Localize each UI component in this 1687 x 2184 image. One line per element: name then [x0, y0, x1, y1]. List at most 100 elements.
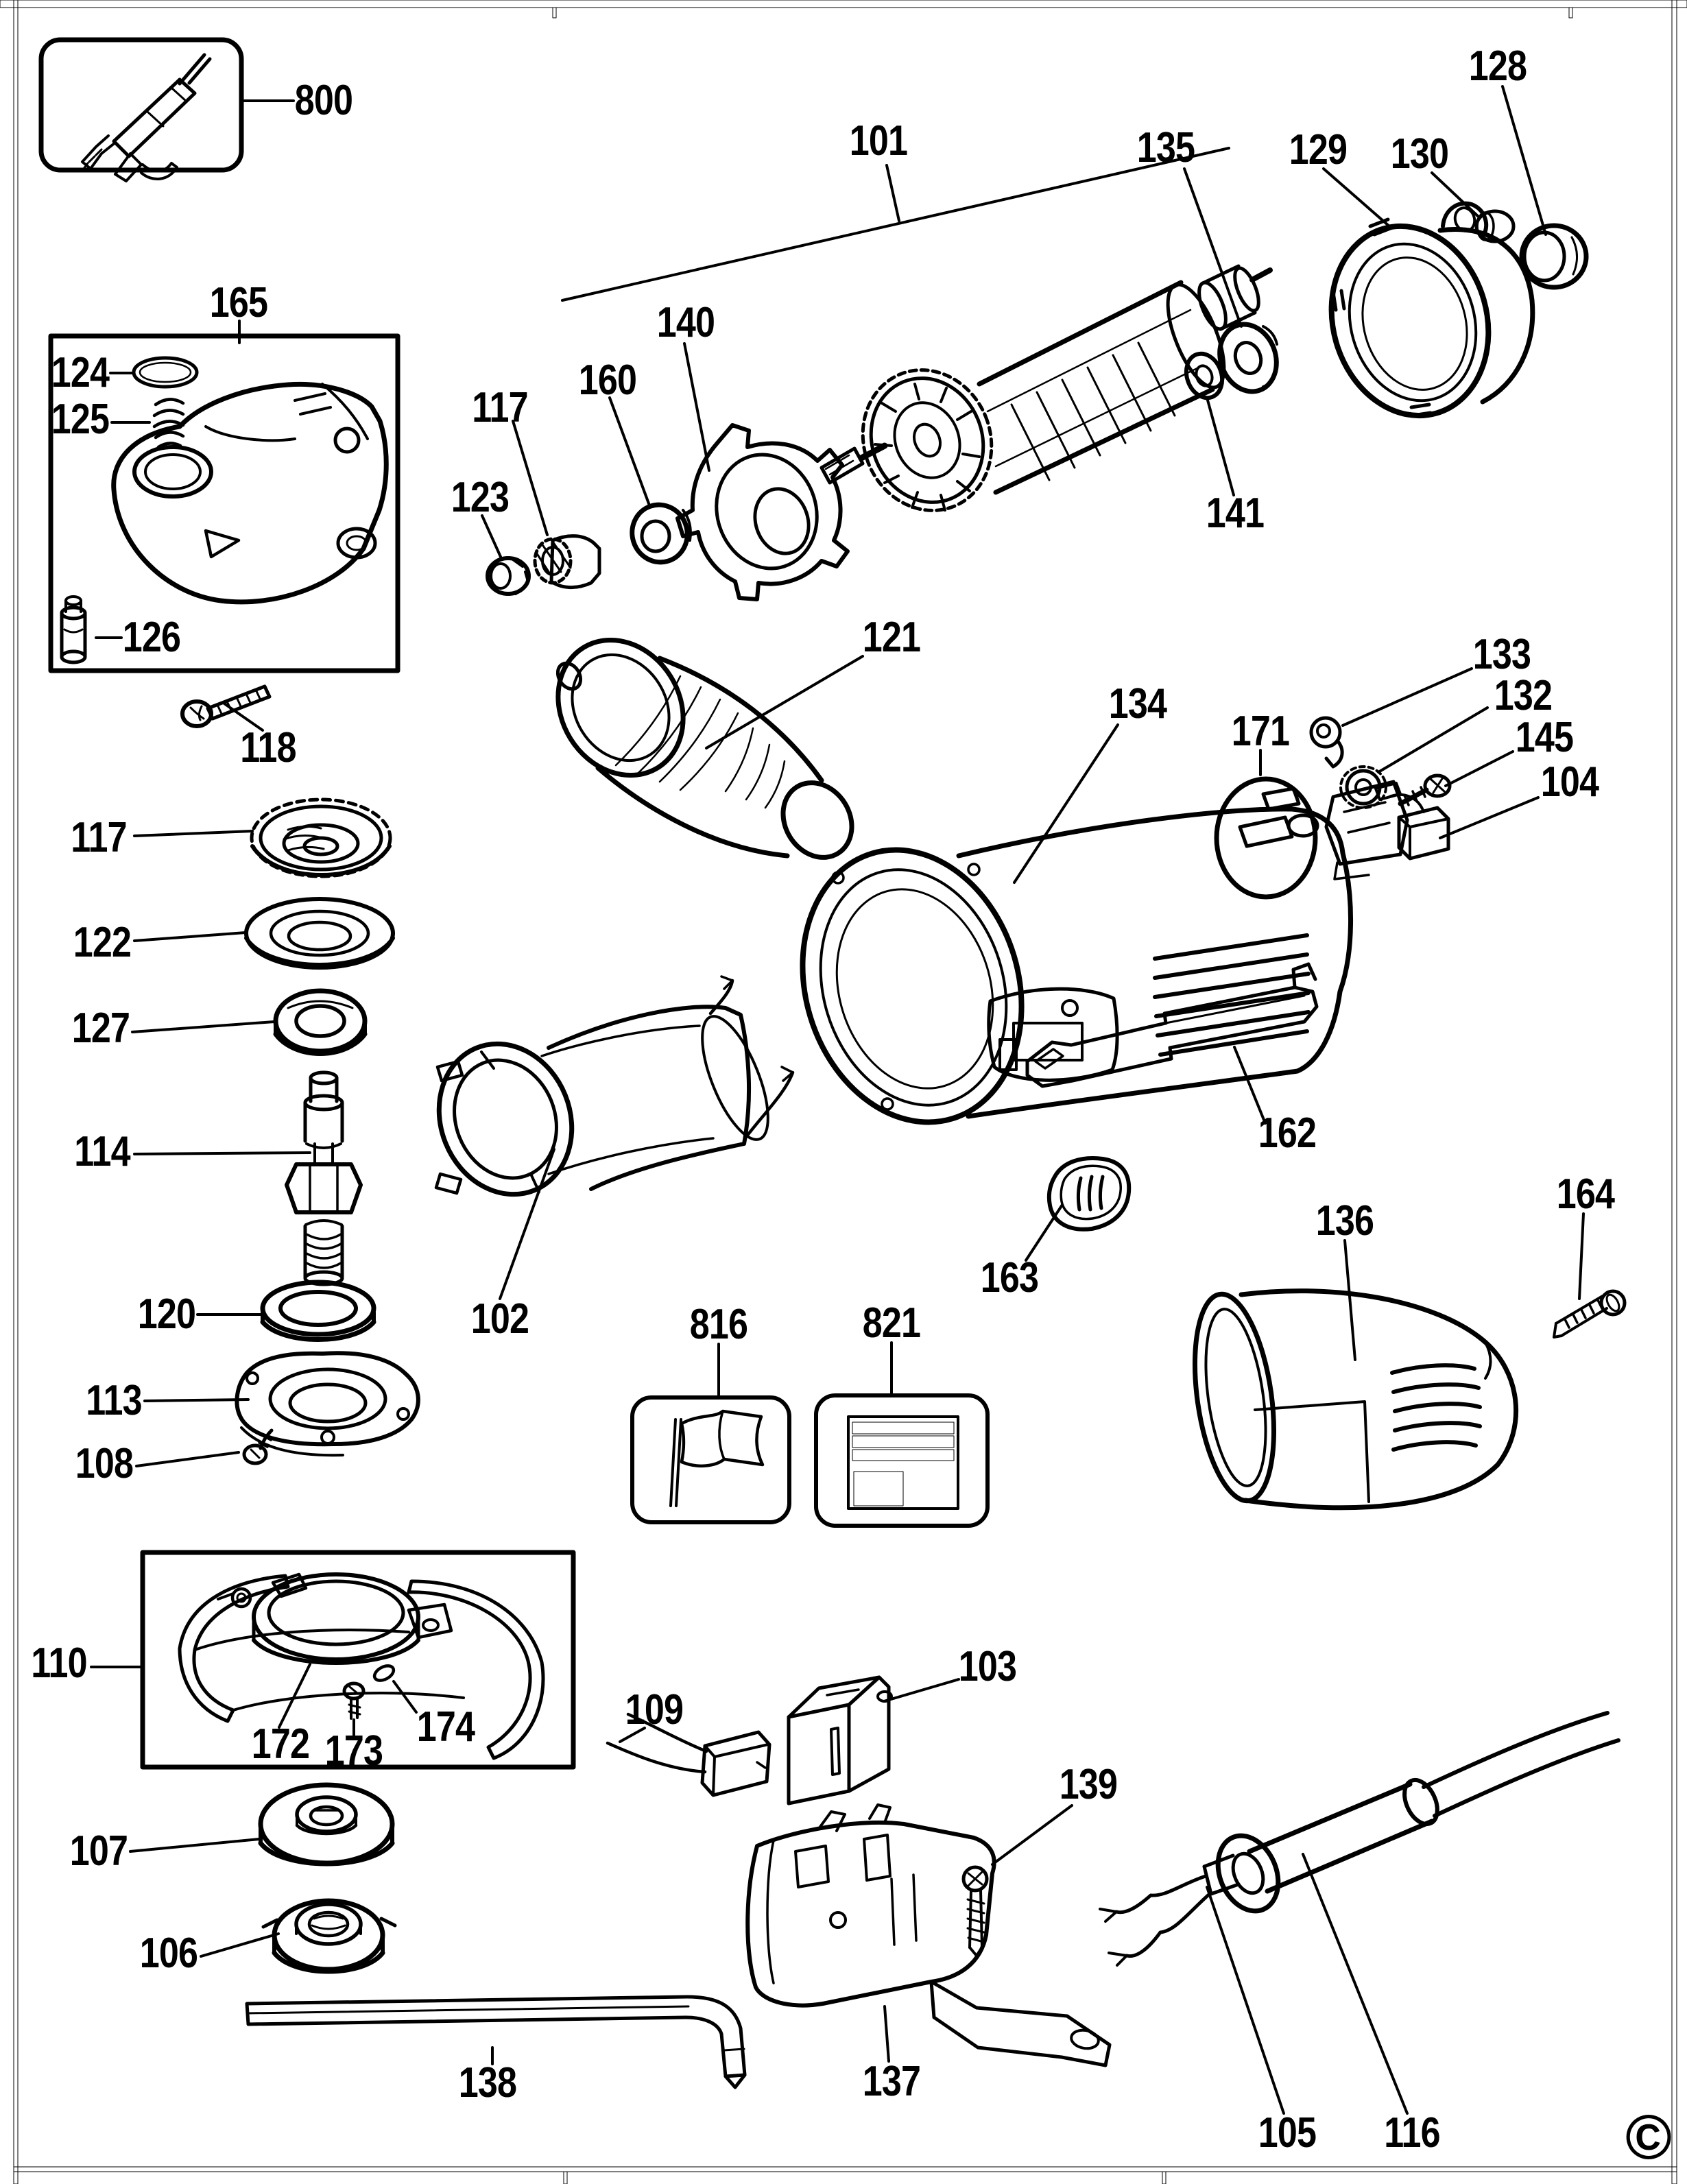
screw-108-drawing: [242, 1428, 274, 1465]
leader-123: [481, 514, 502, 558]
leader-127: [131, 1020, 276, 1033]
bearing-retainer-113-drawing: [235, 1351, 420, 1457]
part-label-102: 102: [470, 1295, 529, 1343]
part-label-140: 140: [656, 299, 715, 346]
part-label-145: 145: [1515, 714, 1574, 761]
leader-121: [705, 655, 864, 749]
gear-case-cover-129-drawing: [1328, 201, 1535, 419]
copyright-symbol: ©: [1625, 2102, 1672, 2173]
leader-140: [683, 342, 710, 472]
pinion-117-drawing: [533, 534, 601, 589]
part-label-103: 103: [958, 1643, 1017, 1690]
washer-122-drawing: [244, 897, 395, 970]
clip-133-drawing: [1309, 716, 1344, 769]
felt-washer-120-drawing: [260, 1280, 376, 1342]
part-label-120: 120: [137, 1291, 196, 1338]
leader-105: [1206, 1886, 1285, 2115]
part-label-173: 173: [324, 1727, 383, 1775]
part-label-113: 113: [86, 1377, 142, 1424]
carbon-brush-104-drawing: [1374, 782, 1450, 861]
leader-132: [1377, 706, 1489, 773]
leader-102: [499, 1148, 555, 1300]
leader-145: [1444, 750, 1514, 787]
screw-145-drawing: [1398, 773, 1452, 806]
leader-136: [1343, 1239, 1356, 1361]
part-label-122: 122: [73, 919, 132, 966]
part-label-105: 105: [1258, 2109, 1317, 2157]
wheel-guard-110-drawing: [178, 1572, 545, 1760]
leader-101: [885, 164, 900, 222]
leader-164: [1578, 1212, 1585, 1300]
part-label-109: 109: [625, 1686, 684, 1733]
hex-key-138-drawing: [245, 1995, 747, 2089]
switch-103-drawing: [787, 1675, 893, 1805]
part-label-138: 138: [458, 2059, 517, 2107]
locknut-106-drawing: [261, 1898, 397, 1974]
fan-baffle-140-drawing: [675, 423, 850, 601]
switch-housing-137-drawing: [745, 1803, 1112, 2067]
leader-117: [512, 420, 549, 536]
part-label-117: 117: [472, 384, 528, 431]
leader-141: [1206, 396, 1235, 496]
leader-139: [991, 1804, 1073, 1866]
part-label-108: 108: [75, 1440, 134, 1487]
leader-163: [1025, 1203, 1064, 1262]
part-label-126: 126: [122, 614, 181, 661]
leader-134: [1013, 723, 1119, 884]
motor-cover-136-drawing: [1192, 1288, 1519, 1511]
motor-housing-134-drawing: [800, 787, 1354, 1125]
o-ring-124-drawing: [132, 356, 199, 389]
part-label-133: 133: [1472, 631, 1531, 678]
leader-174: [392, 1680, 418, 1714]
leader-107: [129, 1838, 261, 1853]
part-label-134: 134: [1108, 680, 1167, 728]
leader-135: [1183, 167, 1243, 328]
nameplate-821-drawing: [814, 1393, 990, 1528]
leader-108: [135, 1451, 240, 1467]
detent-pin-126-drawing: [60, 595, 87, 664]
nut-123-drawing: [486, 556, 531, 596]
bearing-127-drawing: [273, 988, 368, 1056]
part-label-163: 163: [980, 1254, 1039, 1301]
clutch-housing-165-drawing: [111, 381, 389, 605]
side-handle-121-drawing: [555, 637, 854, 860]
part-label-800: 800: [294, 77, 353, 124]
part-label-135: 135: [1136, 124, 1195, 171]
leader-128: [1501, 85, 1547, 236]
part-label-139: 139: [1059, 1761, 1118, 1808]
bearing-135-drawing: [1217, 322, 1279, 394]
part-label-171: 171: [1231, 708, 1290, 755]
leader-137: [883, 2005, 890, 2063]
part-label-125: 125: [51, 396, 110, 443]
armature-101-drawing: [819, 264, 1273, 512]
leader-133: [1341, 667, 1473, 727]
part-label-821: 821: [862, 1299, 921, 1347]
spring-125-drawing: [152, 398, 185, 449]
part-label-107: 107: [69, 1827, 128, 1875]
leader-172: [278, 1663, 311, 1729]
part-label-132: 132: [1494, 672, 1553, 719]
part-label-123: 123: [451, 474, 510, 521]
plug-130-drawing: [1474, 209, 1516, 243]
field-102-drawing: [434, 975, 795, 1197]
outer-flange-107-drawing: [258, 1782, 395, 1867]
part-label-160: 160: [578, 357, 637, 404]
part-label-118: 118: [240, 724, 296, 771]
leader-116: [1302, 1853, 1409, 2115]
part-label-816: 816: [689, 1301, 748, 1348]
leader-103: [883, 1678, 960, 1703]
leader-114: [133, 1151, 311, 1155]
part-label-116: 116: [1384, 2109, 1440, 2157]
part-label-101: 101: [849, 117, 908, 165]
leader-162: [1233, 1046, 1267, 1125]
cord-assembly-drawing: [1099, 1711, 1620, 1967]
part-label-121: 121: [862, 614, 921, 661]
warning-label-816-drawing: [630, 1395, 791, 1524]
service-box-165: [48, 333, 400, 673]
leader-lines: [90, 85, 1585, 2115]
screw-139-drawing: [961, 1865, 989, 1957]
part-label-104: 104: [1540, 758, 1599, 806]
part-label-114: 114: [74, 1128, 130, 1175]
leader-117: [133, 830, 254, 837]
lubricant-box-800: [38, 37, 244, 182]
